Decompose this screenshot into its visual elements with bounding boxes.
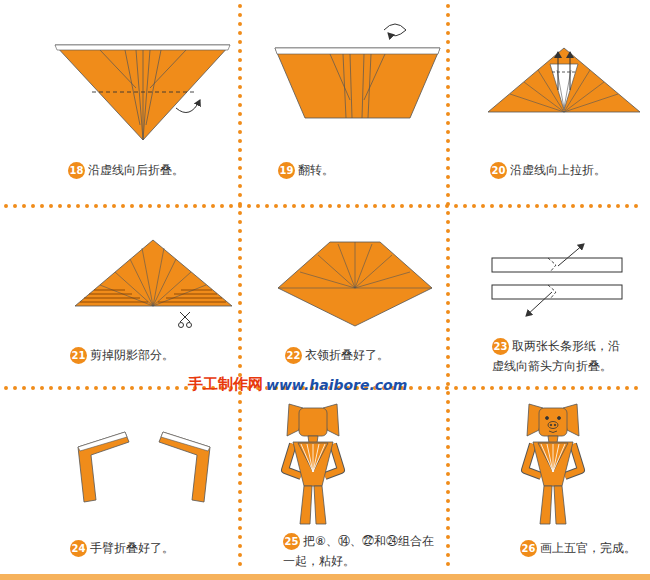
- step-number-circle: 25: [283, 533, 300, 550]
- step-caption: 沿虚线向上拉折。: [490, 160, 645, 180]
- watermark: www.haibore.com: [266, 375, 407, 395]
- step-number: 25: [285, 533, 299, 550]
- step-number-circle: 21: [70, 347, 87, 364]
- step-number: 21: [72, 347, 86, 364]
- step-caption: 手臂折叠好了。: [70, 538, 235, 558]
- step-number-circle: 23: [492, 338, 509, 355]
- step-caption: 沿虚线向后折叠。: [68, 160, 233, 180]
- step-caption: 把⑧、⑭、㉒和㉔组合在一起，粘好。: [283, 531, 435, 571]
- step-number: 26: [522, 540, 536, 557]
- step-caption: 取两张长条形纸，沿虚线向箭头方向折叠。: [492, 336, 622, 376]
- step-number: 24: [72, 540, 86, 557]
- watermark: 手工制作网: [188, 374, 263, 394]
- step-caption: 画上五官，完成。: [520, 538, 645, 558]
- step-number: 20: [492, 162, 506, 179]
- step-number-circle: 24: [70, 540, 87, 557]
- step-number-circle: 20: [490, 162, 507, 179]
- step-number: 22: [287, 347, 301, 364]
- step-caption: 衣领折叠好了。: [285, 345, 440, 365]
- step-caption: 翻转。: [278, 160, 438, 180]
- step-number-circle: 18: [68, 162, 85, 179]
- step-number-circle: 26: [520, 540, 537, 557]
- step-caption: 剪掉阴影部分。: [70, 345, 235, 365]
- step-number: 23: [494, 338, 508, 355]
- step-number-circle: 22: [285, 347, 302, 364]
- step-number: 18: [70, 162, 84, 179]
- step-number-circle: 19: [278, 162, 295, 179]
- step-number: 19: [280, 162, 294, 179]
